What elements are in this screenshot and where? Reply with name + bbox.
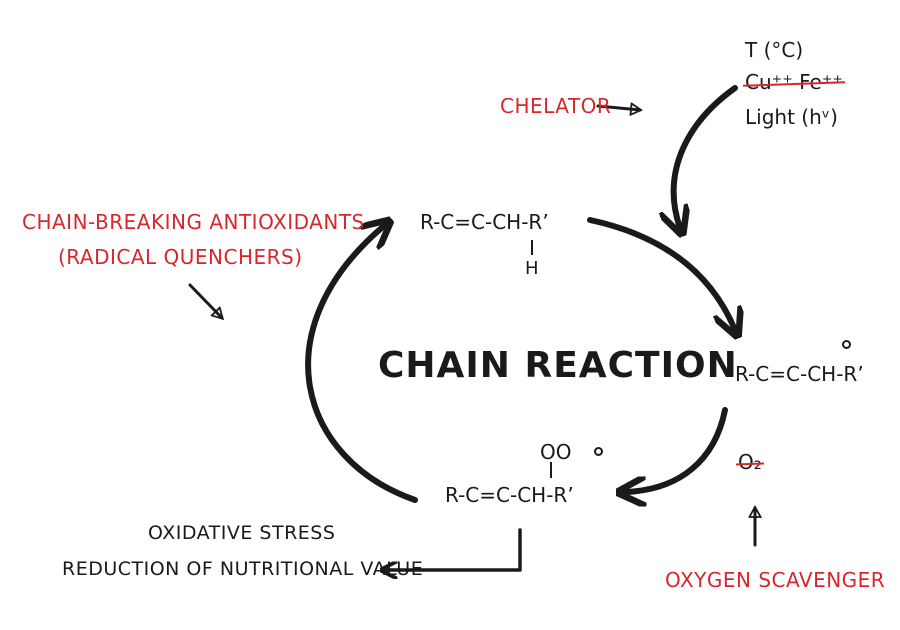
arrow-initiators-to-top (674, 85, 738, 228)
radical-dot (842, 340, 851, 349)
arrow-chain-breaking (188, 283, 222, 318)
arrow-peroxy-to-outcome (385, 528, 522, 570)
oxygen-text: O₂ (738, 450, 762, 474)
oxygen-label: O₂ (738, 450, 762, 474)
molecule-top: R-C=C-CH-R’ (420, 210, 549, 234)
radical-quenchers-label: (RADICAL QUENCHERS) (58, 245, 303, 269)
molecule-radical: R-C=C-CH-R’ (735, 362, 864, 386)
peroxy-group: OO (540, 440, 572, 464)
page-title: CHAIN REACTION (378, 345, 738, 386)
arrow-radical-to-peroxy (625, 407, 728, 492)
arrow-chelator (596, 106, 640, 110)
initiator-light: Light (hᵛ) (745, 105, 838, 129)
arrow-top-to-radical (587, 217, 735, 330)
outcome-oxidative-stress: OXIDATIVE STRESS (148, 522, 336, 544)
chelator-label: CHELATOR (500, 94, 612, 118)
molecule-peroxy: R-C=C-CH-R’ (445, 483, 574, 507)
initiator-metals: Cu⁺⁺ Fe⁺⁺ (745, 70, 843, 94)
oxygen-scavenger-label: OXYGEN SCAVENGER (665, 568, 886, 592)
initiator-metals-text: Cu⁺⁺ Fe⁺⁺ (745, 70, 843, 94)
initiator-temperature: T (°C) (745, 38, 804, 62)
molecule-top-hydrogen: H (525, 258, 539, 279)
arrow-peroxy-to-top (305, 225, 418, 503)
outcome-nutritional-value: REDUCTION OF NUTRITIONAL VALUE (62, 558, 424, 580)
chain-breaking-label: CHAIN-BREAKING ANTIOXIDANTS (22, 210, 365, 234)
peroxy-radical-dot (594, 447, 603, 456)
